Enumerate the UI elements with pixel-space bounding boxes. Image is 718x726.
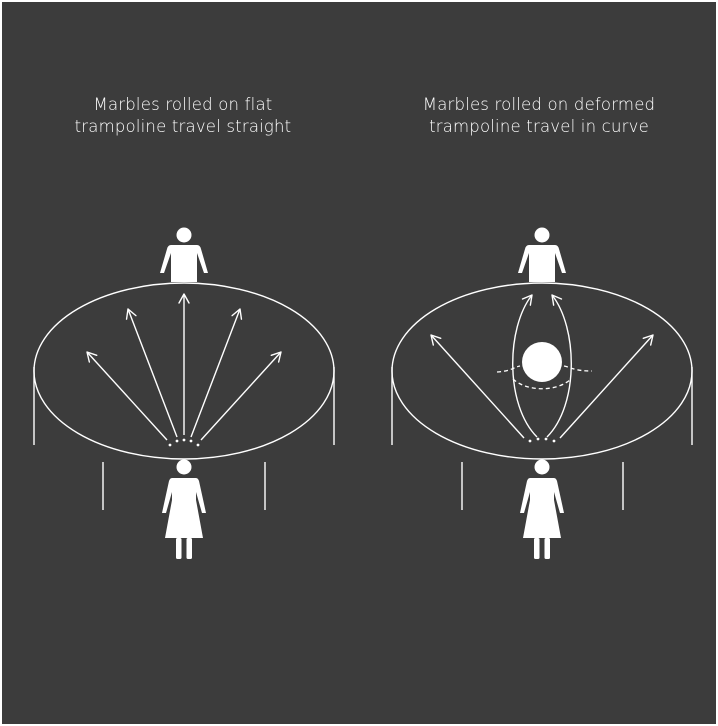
person-icon [520,460,564,560]
person-icon [518,228,566,283]
arrow-icon [128,309,177,437]
arrow-icon [431,335,524,438]
person-icon [162,460,206,560]
arrow-icon [87,352,167,440]
arrow-icon [201,352,281,440]
marble-arrows [87,294,281,440]
person-icon [160,228,208,283]
marble-icon [522,342,562,382]
flat-trampoline-panel [34,228,334,560]
deformed-trampoline-panel [392,228,692,560]
arrow-icon [191,309,240,437]
marbles [169,439,200,447]
marbles [529,438,556,443]
arrow-icon [560,335,653,438]
